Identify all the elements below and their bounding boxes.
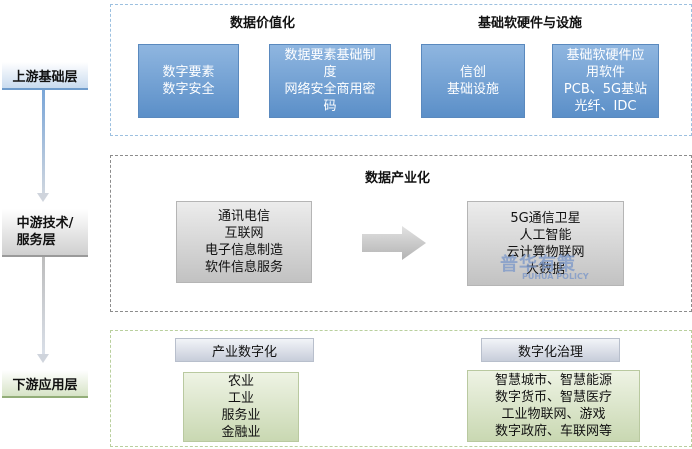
upstream-group1-title: 数据价值化 xyxy=(230,16,296,31)
box-line: 数字要素 xyxy=(162,65,215,80)
box-line: 金融业 xyxy=(221,425,261,440)
box-line: 工业物联网、游戏 xyxy=(501,407,606,422)
layer-label-downstream: 下游应用层 xyxy=(2,370,88,398)
box-line: 码 xyxy=(323,99,337,114)
box-line: PCB、5G基站 xyxy=(563,82,648,97)
midstream-box-industries: 通讯电信 互联网 电子信息制造 软件信息服务 xyxy=(176,201,312,283)
upstream-box-data-systems: 数据要素基础制 度 网络安全商用密 码 xyxy=(269,44,391,118)
layer-downstream-text: 下游应用层 xyxy=(12,377,78,393)
upstream-box-infrastructure: 信创 基础设施 xyxy=(421,44,525,118)
box-line: 农业 xyxy=(227,374,254,389)
box-line: 基础设施 xyxy=(446,82,499,97)
tag-label: 产业数字化 xyxy=(211,344,277,360)
box-line: 用软件 xyxy=(585,65,625,80)
box-line: 工业 xyxy=(227,391,254,406)
box-line: 数字货币、智慧医疗 xyxy=(494,390,612,405)
watermark-logo-text: 普华有策 xyxy=(500,254,576,275)
tag-label: 数字化治理 xyxy=(517,344,583,360)
box-line: 大数据 xyxy=(525,261,565,277)
box-line: 光纤、IDC xyxy=(574,99,637,114)
box-line: 数字安全 xyxy=(162,82,215,97)
downstream-tag-digital-governance: 数字化治理 xyxy=(481,338,620,362)
box-line: 度 xyxy=(323,65,337,80)
down-arrow-icon xyxy=(37,354,49,363)
box-line: 5G通信卫星 xyxy=(510,210,581,226)
layer-label-midstream: 中游技术/ 服务层 xyxy=(2,209,88,257)
layer-connector-line xyxy=(42,90,45,194)
down-arrow-icon xyxy=(37,193,49,202)
layer-label-upstream: 上游基础层 xyxy=(2,62,88,90)
box-line: 云计算物联网 xyxy=(506,244,585,260)
midstream-box-technologies: 5G通信卫星 人工智能 云计算物联网 大数据 xyxy=(467,201,624,286)
layer-midstream-text-1: 中游技术/ xyxy=(16,216,74,231)
upstream-box-software-hardware: 基础软硬件应 用软件 PCB、5G基站 光纤、IDC xyxy=(552,44,659,118)
layer-midstream-text-2: 服务层 xyxy=(16,233,56,248)
layer-upstream-text: 上游基础层 xyxy=(12,69,78,85)
box-line: 网络安全商用密 xyxy=(284,82,376,97)
box-line: 互联网 xyxy=(224,226,264,241)
right-arrow-icon xyxy=(362,226,426,260)
midstream-title: 数据产业化 xyxy=(365,171,431,186)
upstream-box-digital-elements: 数字要素 数字安全 xyxy=(138,44,239,118)
downstream-box-governance: 智慧城市、智慧能源 数字货币、智慧医疗 工业物联网、游戏 数字政府、车联网等 xyxy=(467,370,640,442)
box-line: 软件信息服务 xyxy=(204,260,283,275)
box-line: 信创 xyxy=(459,65,486,80)
box-line: 通讯电信 xyxy=(217,209,270,224)
watermark-logo-subtext: PUHUA POLICY xyxy=(522,272,589,281)
downstream-box-sectors: 农业 工业 服务业 金融业 xyxy=(183,372,299,442)
downstream-tag-industrial-digitalization: 产业数字化 xyxy=(175,338,314,362)
box-line: 基础软硬件应 xyxy=(566,48,645,63)
box-line: 电子信息制造 xyxy=(204,243,283,258)
box-line: 数字政府、车联网等 xyxy=(494,424,612,439)
box-line: 人工智能 xyxy=(519,227,572,243)
box-line: 服务业 xyxy=(221,408,261,423)
box-line: 智慧城市、智慧能源 xyxy=(494,373,612,388)
layer-connector-line xyxy=(42,257,45,355)
box-line: 数据要素基础制 xyxy=(284,48,376,63)
upstream-group2-title: 基础软硬件与设施 xyxy=(478,16,583,31)
